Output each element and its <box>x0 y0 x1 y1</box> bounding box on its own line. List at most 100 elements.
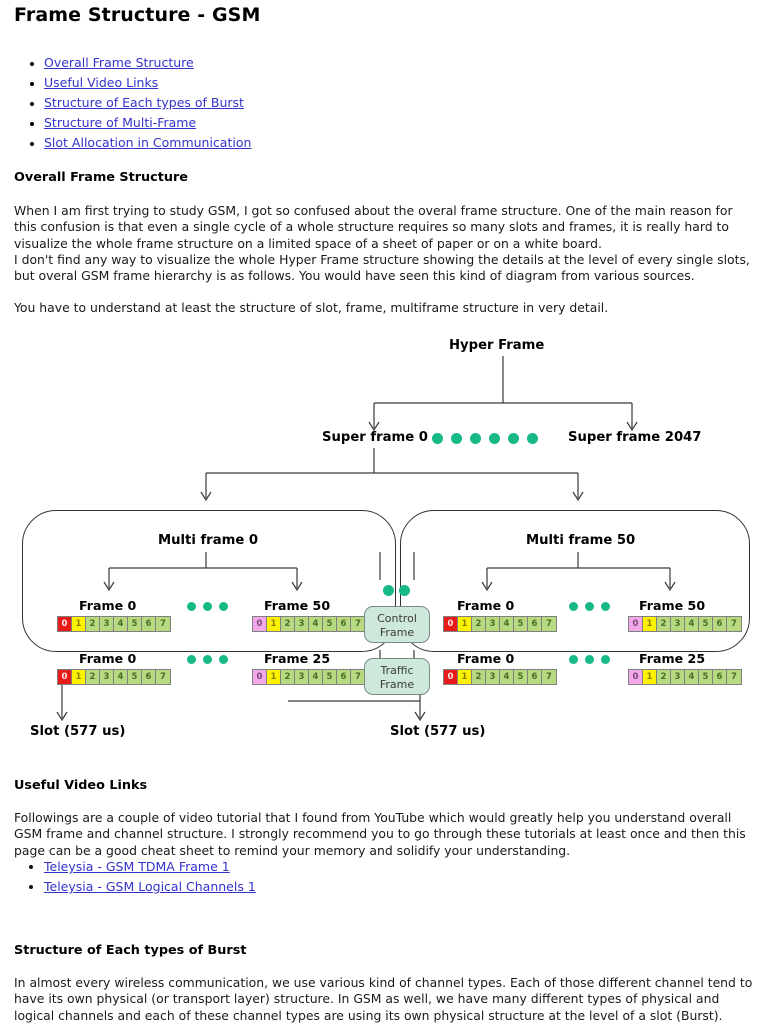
super-frame-first-label: Super frame 0 <box>322 430 428 445</box>
slot-cell-4: 4 <box>500 617 514 631</box>
slot-cell-0: 0 <box>253 670 267 684</box>
dot-icon <box>489 433 500 444</box>
multiframe-50-box <box>400 510 750 652</box>
toc-link-useful-video-links[interactable]: Useful Video Links <box>44 75 159 90</box>
slot-cell-5: 5 <box>323 670 337 684</box>
slot-cell-0: 0 <box>629 670 643 684</box>
video-link-gsm-tdma-frame-1[interactable]: Teleysia - GSM TDMA Frame 1 <box>44 859 230 874</box>
paragraph-burst-1: In almost every wireless communication, … <box>14 975 753 1023</box>
toc-link-structure-of-multi-frame[interactable]: Structure of Multi-Frame <box>44 115 197 130</box>
slot-cell-2: 2 <box>281 617 295 631</box>
dot-icon <box>399 585 410 596</box>
slot-cell-5: 5 <box>128 617 142 631</box>
slot-cell-0: 0 <box>253 617 267 631</box>
dot-icon <box>569 655 578 664</box>
dot-icon <box>470 433 481 444</box>
table-of-contents: Overall Frame Structure Useful Video Lin… <box>14 53 251 153</box>
slot-cell-3: 3 <box>100 670 114 684</box>
multiframe-50-title: Multi frame 50 <box>526 533 636 548</box>
heading-overall-frame-structure: Overall Frame Structure <box>14 170 188 185</box>
list-item: Structure of Each types of Burst <box>44 93 251 113</box>
mf0-row1-right-frame-label: Frame 50 <box>264 598 331 613</box>
traffic-frame-line-1: Traffic <box>380 664 414 677</box>
slot-cell-2: 2 <box>657 670 671 684</box>
mf0-row2-ellipsis-dots <box>187 655 228 664</box>
slot-cell-6: 6 <box>528 670 542 684</box>
slot-cell-6: 6 <box>142 617 156 631</box>
mf0-row1-ellipsis-dots <box>187 602 228 611</box>
heading-structure-of-each-types-of-burst: Structure of Each types of Burst <box>14 943 247 958</box>
mf0-row2-left-slot-strip: 0 1 2 3 4 5 6 7 <box>57 669 171 685</box>
control-frame-line-1: Control <box>377 612 417 625</box>
slot-cell-6: 6 <box>528 617 542 631</box>
slot-cell-4: 4 <box>685 670 699 684</box>
super-frame-ellipsis-dots <box>432 433 538 444</box>
slot-label-right: Slot (577 us) <box>390 724 486 739</box>
dot-icon <box>601 655 610 664</box>
dot-icon <box>508 433 519 444</box>
slot-cell-2: 2 <box>281 670 295 684</box>
dot-icon <box>203 602 212 611</box>
mf50-row1-right-frame-label: Frame 50 <box>639 598 706 613</box>
slot-cell-0: 0 <box>629 617 643 631</box>
toc-link-structure-of-each-types-of-burst[interactable]: Structure of Each types of Burst <box>44 95 244 110</box>
toc-link-overall-frame-structure[interactable]: Overall Frame Structure <box>44 55 194 70</box>
slot-cell-5: 5 <box>514 670 528 684</box>
slot-cell-7: 7 <box>542 670 556 684</box>
mf50-row1-left-slot-strip: 0 1 2 3 4 5 6 7 <box>443 616 557 632</box>
slot-cell-1: 1 <box>458 617 472 631</box>
slot-cell-3: 3 <box>486 670 500 684</box>
slot-cell-1: 1 <box>72 617 86 631</box>
list-item: Useful Video Links <box>44 73 251 93</box>
slot-cell-4: 4 <box>114 670 128 684</box>
slot-cell-5: 5 <box>514 617 528 631</box>
slot-cell-3: 3 <box>295 617 309 631</box>
slot-cell-3: 3 <box>486 617 500 631</box>
dot-icon <box>432 433 443 444</box>
slot-cell-0: 0 <box>444 670 458 684</box>
slot-cell-5: 5 <box>323 617 337 631</box>
paragraph-overall-2: I don't find any way to visualize the wh… <box>14 252 750 284</box>
list-item: Teleysia - GSM Logical Channels 1 <box>44 877 256 897</box>
multiframe-0-title: Multi frame 0 <box>158 533 259 548</box>
slot-cell-7: 7 <box>351 670 365 684</box>
slot-cell-4: 4 <box>114 617 128 631</box>
slot-cell-7: 7 <box>156 617 170 631</box>
slot-cell-4: 4 <box>500 670 514 684</box>
traffic-frame-line-2: Frame <box>379 678 415 691</box>
control-frame-line-2: Frame <box>379 626 415 639</box>
slot-cell-1: 1 <box>72 670 86 684</box>
slot-cell-5: 5 <box>699 617 713 631</box>
mf0-row1-right-slot-strip: 0 1 2 3 4 5 6 7 <box>252 616 366 632</box>
video-link-gsm-logical-channels-1[interactable]: Teleysia - GSM Logical Channels 1 <box>44 879 256 894</box>
slot-cell-2: 2 <box>472 670 486 684</box>
slot-cell-3: 3 <box>671 670 685 684</box>
page-title: Frame Structure - GSM <box>14 4 261 26</box>
slot-cell-6: 6 <box>142 670 156 684</box>
slot-cell-4: 4 <box>309 670 323 684</box>
mf50-row2-right-frame-label: Frame 25 <box>639 651 706 666</box>
paragraph-overall-1: When I am first trying to study GSM, I g… <box>14 203 733 251</box>
slot-cell-6: 6 <box>337 617 351 631</box>
mf50-row1-left-frame-label: Frame 0 <box>457 598 515 613</box>
slot-cell-3: 3 <box>671 617 685 631</box>
dot-icon <box>187 655 196 664</box>
slot-cell-2: 2 <box>86 670 100 684</box>
slot-cell-1: 1 <box>643 670 657 684</box>
traffic-frame-box: Traffic Frame <box>364 658 430 695</box>
list-item: Structure of Multi-Frame <box>44 113 251 133</box>
slot-cell-2: 2 <box>657 617 671 631</box>
toc-link-slot-allocation-in-communication[interactable]: Slot Allocation in Communication <box>44 135 252 150</box>
gsm-frame-structure-diagram: Hyper Frame Super frame 0 Super frame 20… <box>0 330 768 750</box>
paragraph-video-1: Followings are a couple of video tutoria… <box>14 810 746 858</box>
multiframe-0-box <box>22 510 396 652</box>
list-item: Overall Frame Structure <box>44 53 251 73</box>
slot-cell-3: 3 <box>100 617 114 631</box>
slot-cell-5: 5 <box>128 670 142 684</box>
mf50-row1-right-slot-strip: 0 1 2 3 4 5 6 7 <box>628 616 742 632</box>
slot-cell-6: 6 <box>713 670 727 684</box>
mf0-row2-right-frame-label: Frame 25 <box>264 651 331 666</box>
mf0-row2-left-frame-label: Frame 0 <box>79 651 137 666</box>
mf0-row2-right-slot-strip: 0 1 2 3 4 5 6 7 <box>252 669 366 685</box>
